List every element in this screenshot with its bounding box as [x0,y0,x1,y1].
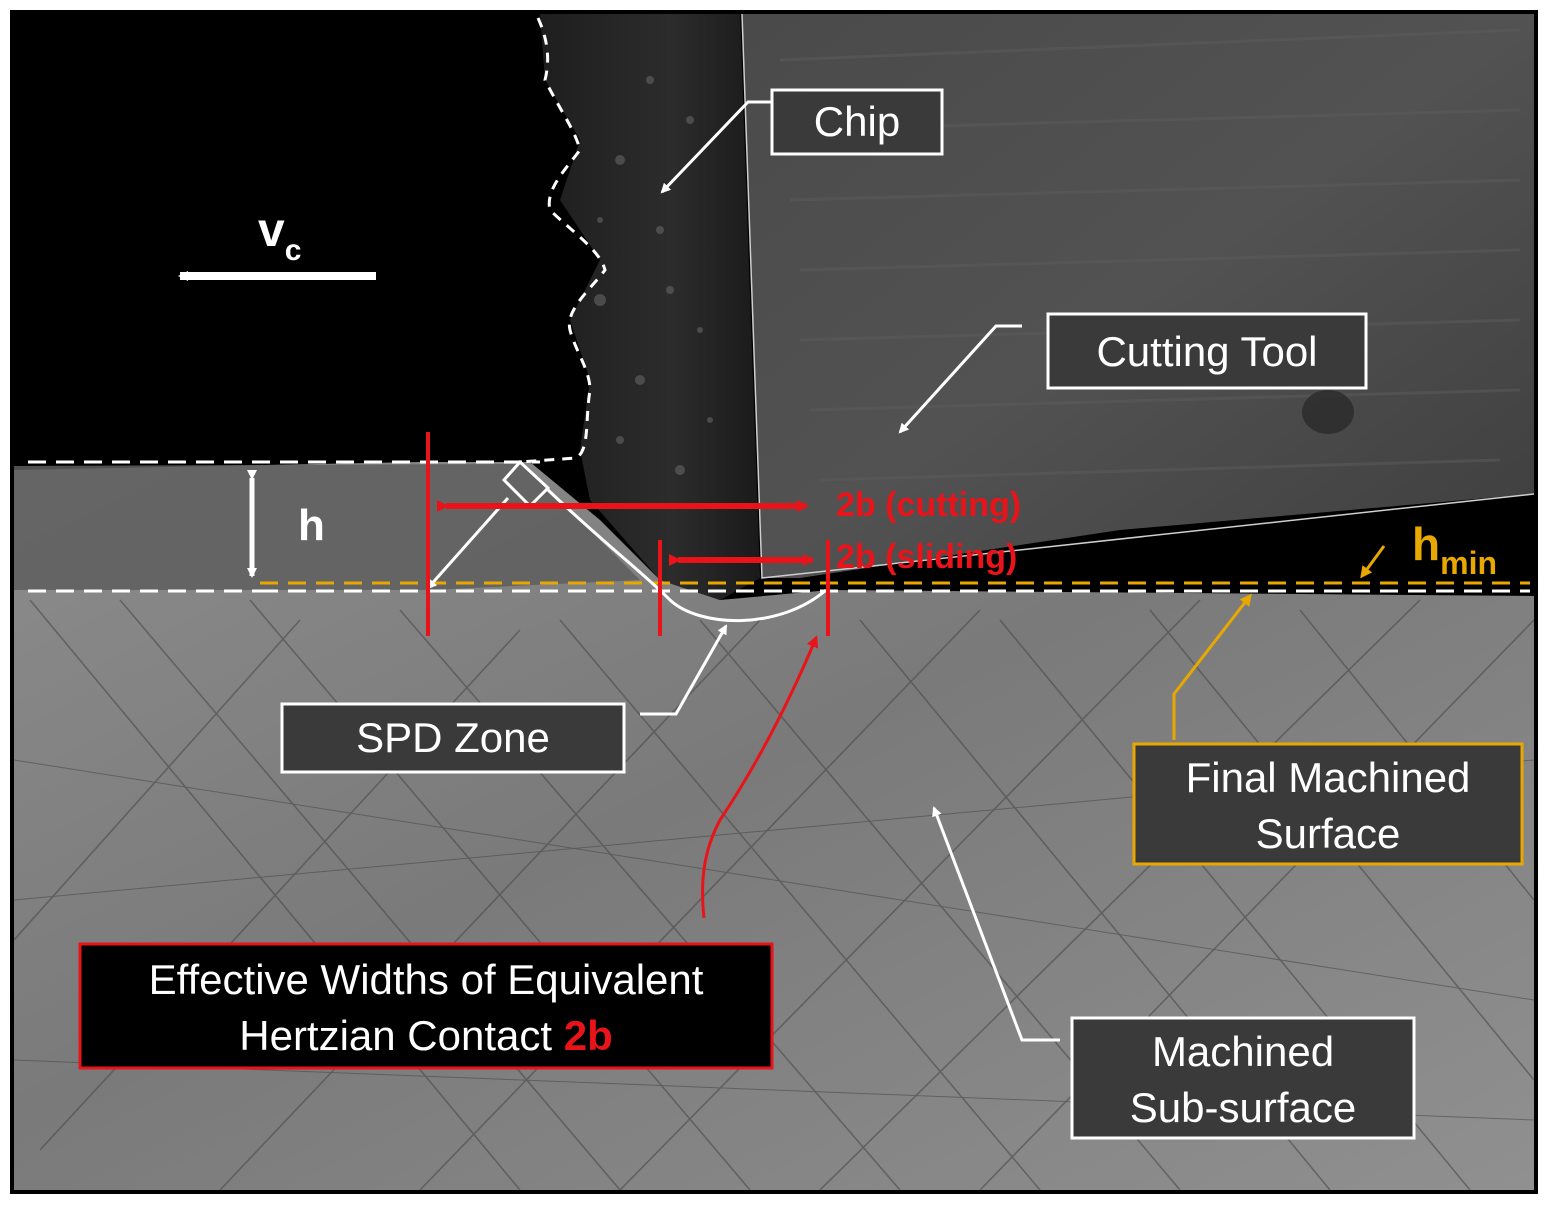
final-surface-pointer-arrow [1172,593,1252,740]
subsurface-label-line2: Sub-surface [1130,1084,1356,1131]
hmin-label: hmin [1412,518,1497,581]
chip-boundary-dashed-line [519,17,607,464]
cutting-tool-label: Cutting Tool [1096,328,1317,375]
chip-speckle-texture [594,76,713,475]
uncut-layer [14,464,640,590]
h-label: h [298,501,325,550]
chip-region [540,14,760,600]
subsurface-label-line1: Machined [1152,1028,1334,1075]
hertzian-label-line1: Effective Widths of Equivalent [149,956,704,1003]
subsurface-label-box [1070,1016,1416,1140]
hertzian-pointer-arrow [701,635,819,919]
vc-label: vc [258,204,301,267]
two-b-sliding-label: 2b (sliding) [836,538,1017,576]
chip-pointer-arrow [660,100,772,194]
two-b-cutting-label: 2b (cutting) [836,486,1021,524]
hmin-pointer-arrow [1360,545,1386,579]
contact-normal-arrow [426,497,510,590]
spd-zone-label: SPD Zone [356,714,550,761]
tool-edge-outline [741,14,1534,579]
chip-label: Chip [814,98,900,145]
final-surface-label-line2: Surface [1256,810,1401,857]
tool-dark-spot [1302,390,1354,434]
cutting-tool-pointer-arrow [898,324,1022,434]
hertzian-label-box [78,942,774,1070]
chip-label-box [770,88,944,156]
cutting-tool-label-box [1046,312,1368,390]
spd-zone-arc [544,486,827,622]
spd-zone-label-box [280,702,626,774]
subsurface-pointer-arrow [932,806,1060,1042]
hertzian-label-line2: Hertzian Contact 2b [239,1012,613,1059]
final-surface-label-box [1132,742,1524,866]
final-surface-label-line1: Final Machined [1186,754,1471,801]
spd-zone-pointer-arrow [640,624,728,716]
